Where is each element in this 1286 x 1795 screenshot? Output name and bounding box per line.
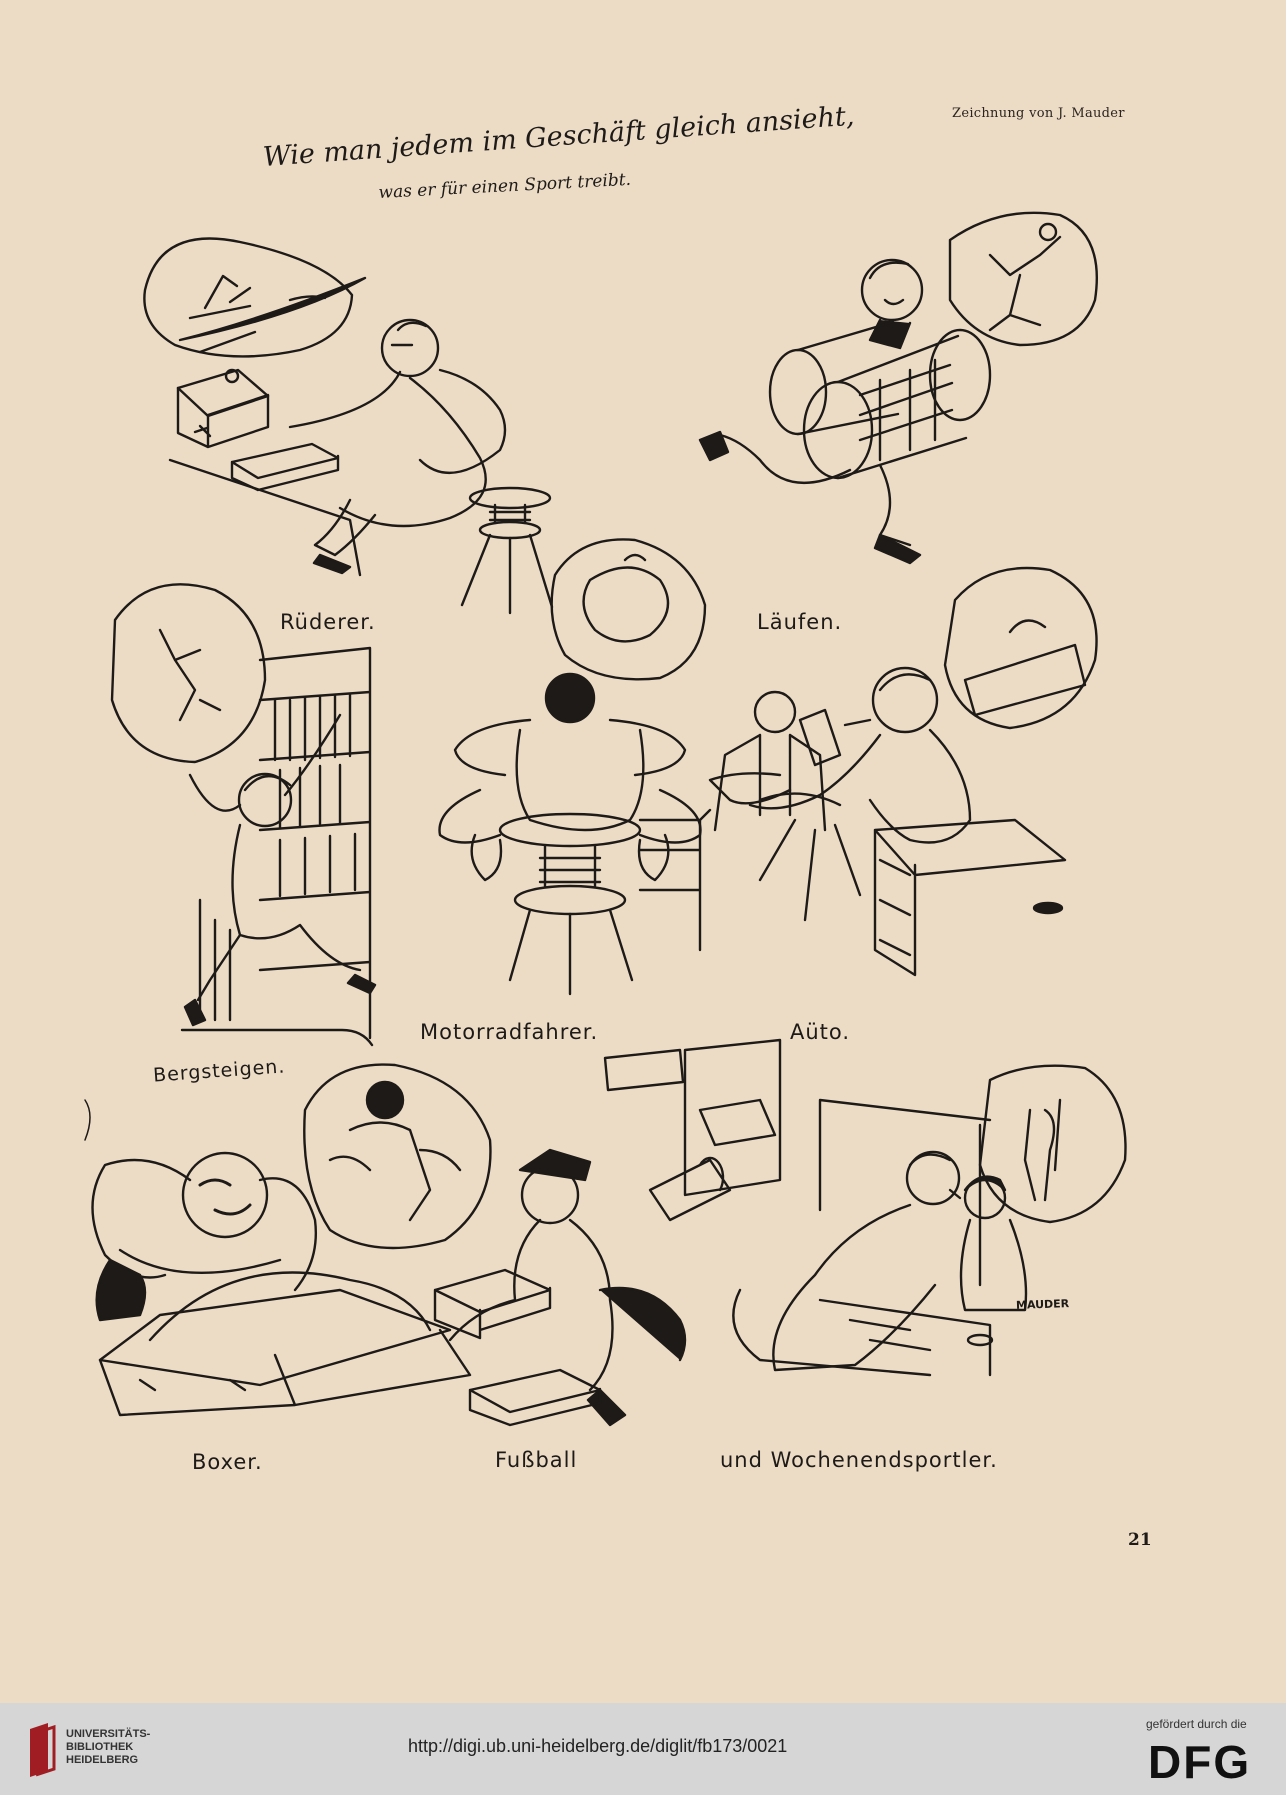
caption-fussball: Fußball xyxy=(495,1448,578,1472)
climber-cartoon xyxy=(110,583,377,1047)
caption-ruderer: Rüderer. xyxy=(280,610,376,634)
caption-auto: Aüto. xyxy=(790,1020,851,1044)
artist-signature: MAUDER xyxy=(1015,1297,1070,1312)
car-driver-cartoon xyxy=(708,566,1098,977)
university-library-logo-icon xyxy=(30,1723,56,1777)
caption-motorradfahrer: Motorradfahrer. xyxy=(420,1020,599,1044)
page-number: 21 xyxy=(1128,1530,1152,1550)
footballer-postman-cartoon xyxy=(433,1038,782,1427)
rower-cartoon xyxy=(143,237,554,615)
caption-boxer: Boxer. xyxy=(192,1450,263,1474)
caption-wochenend: und Wochenendsportler. xyxy=(720,1448,998,1472)
motorcyclist-cartoon xyxy=(438,538,712,996)
weekend-athlete-cartoon xyxy=(732,1064,1127,1377)
boxer-cartoon xyxy=(91,1063,492,1417)
runner-cartoon xyxy=(698,211,1099,565)
illustrator-credit: Zeichnung von J. Mauder xyxy=(952,106,1125,121)
library-logo-text[interactable]: UNIVERSITÄTS- BIBLIOTHEK HEIDELBERG xyxy=(66,1728,151,1766)
funded-by-label: gefördert durch die xyxy=(1146,1717,1247,1731)
viewer-footer: UNIVERSITÄTS- BIBLIOTHEK HEIDELBERG http… xyxy=(0,1703,1286,1795)
cartoon-illustrations xyxy=(84,211,1127,1427)
scanned-page: Zeichnung von J. Mauder Wie man jedem im… xyxy=(84,100,1152,1550)
dfg-logo[interactable]: DFG xyxy=(1148,1736,1252,1788)
caption-laufen: Läufen. xyxy=(757,610,843,634)
permalink-url[interactable]: http://digi.ub.uni-heidelberg.de/diglit/… xyxy=(408,1736,788,1756)
